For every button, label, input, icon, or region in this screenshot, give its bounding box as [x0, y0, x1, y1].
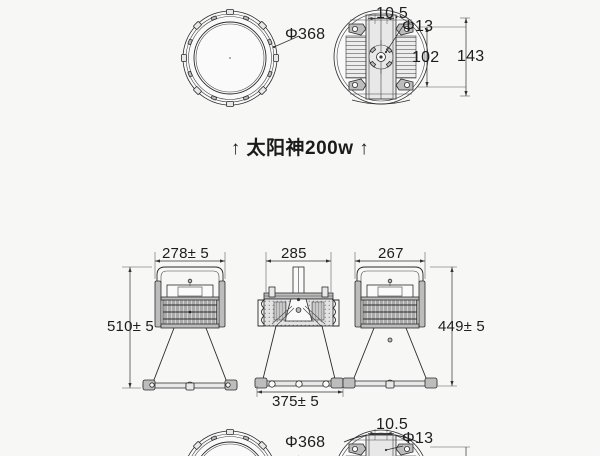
rear-elevation-view [342, 252, 457, 389]
dim-label-top-thickness: 10.5 [376, 5, 408, 22]
front-circular-view [181, 9, 300, 107]
dim-10-5-repeat [368, 429, 394, 440]
dim-278 [154, 252, 226, 279]
side-elevation-view [122, 252, 238, 391]
dim-375 [256, 386, 344, 397]
dim-label-height-449: 449± 5 [438, 318, 485, 335]
dim-510 [122, 266, 152, 389]
rear-mounting-view-repeat [338, 429, 470, 456]
dim-267 [354, 252, 426, 279]
dim-label-bottom-thickness: 10.5 [376, 416, 408, 433]
dim-10-5 [368, 14, 394, 24]
dim-label-width-285: 285 [281, 245, 307, 262]
dim-285 [265, 252, 332, 292]
dim-label-height-102: 102 [412, 49, 440, 66]
center-hub [368, 40, 394, 74]
dim-label-width-267: 267 [378, 245, 404, 262]
dim-449 [430, 266, 457, 387]
dim-label-height-510: 510± 5 [107, 318, 154, 335]
dim-label-width-278: 278± 5 [162, 245, 209, 262]
dim-label-top-diameter: Φ368 [285, 26, 326, 43]
front-elevation-view [254, 252, 344, 397]
front-circular-view-repeat [188, 429, 299, 456]
dim-label-bottom-bolt-hole: Φ13 [402, 430, 434, 447]
dim-right-repeat [430, 446, 470, 456]
dim-label-top-bolt-hole: Φ13 [402, 18, 434, 35]
rear-mounting-view [333, 9, 470, 105]
dim-label-width-375: 375± 5 [272, 393, 319, 410]
rim-lugs [181, 9, 279, 107]
corner-brackets [348, 23, 414, 91]
product-caption: ↑ 太阳神200w ↑ [230, 138, 370, 159]
dim-143 [460, 17, 470, 97]
dim-label-height-143: 143 [457, 48, 485, 65]
dim-102 [418, 26, 466, 88]
dim-label-bottom-diameter: Φ368 [285, 434, 326, 451]
